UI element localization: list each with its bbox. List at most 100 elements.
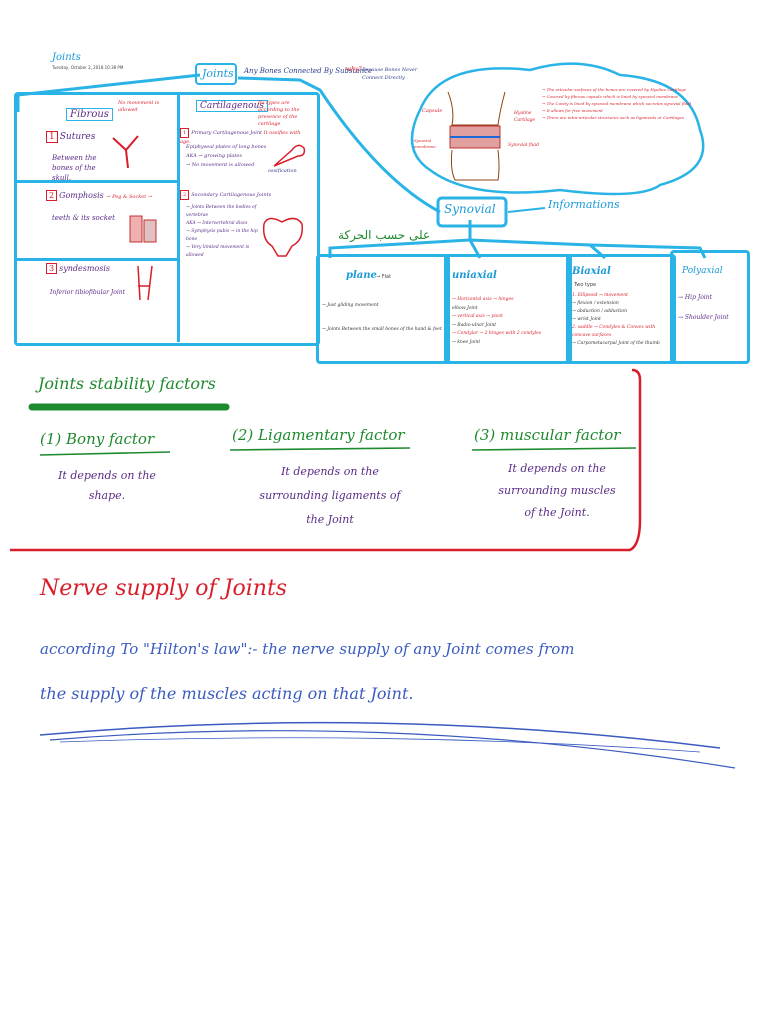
detail-line: → No movement is allowed bbox=[186, 162, 255, 168]
stability-title: Joints stability factors bbox=[38, 374, 216, 393]
uniaxial-title: uniaxial bbox=[452, 270, 497, 281]
gomphosis-desc: teeth & its socket bbox=[52, 214, 115, 222]
synovial-fluid-label: Synovial fluid bbox=[508, 143, 539, 148]
tibia-fibula-icon bbox=[137, 265, 153, 301]
biaxial-sub: Two type bbox=[574, 282, 597, 288]
synovial-label: Synovial bbox=[444, 202, 496, 216]
detail-line: 2. saddle → Condyles & Convex with conca… bbox=[572, 325, 656, 338]
polyaxial-title: Polyaxial bbox=[682, 266, 723, 276]
uniaxial-box bbox=[444, 254, 572, 364]
factor-name: Bony factor bbox=[66, 430, 155, 448]
detail-line: → wrist Joint bbox=[572, 317, 601, 322]
joints-because: Because Bones Never Connect Directly bbox=[362, 67, 418, 81]
factor-number: 1 bbox=[45, 430, 56, 448]
capsule-label: Capsule bbox=[422, 108, 443, 114]
detail-line: → vertical axis → pivot bbox=[452, 314, 503, 319]
info-point: → It allows for free movement bbox=[542, 108, 603, 113]
item-number: 3 bbox=[46, 263, 58, 274]
plane-box bbox=[316, 254, 450, 364]
tooth-icon bbox=[129, 215, 157, 243]
uniaxial-lines: → Horizontal axis → hinges elbow Joint →… bbox=[452, 296, 564, 347]
detail-line: → Radio-ulnar Joint bbox=[452, 322, 497, 328]
detail-line: AKA → growing plates bbox=[186, 153, 242, 159]
item-sub: → Peg & Socket → bbox=[106, 194, 153, 200]
biaxial-lines: 1. Ellipsoid → movement → flexion / exte… bbox=[572, 292, 668, 348]
detail-line: → Joints Between the small bones of the … bbox=[322, 327, 442, 332]
suture-icon bbox=[112, 135, 139, 169]
syndesmosis-desc: Inferior tibiofibular Joint bbox=[50, 289, 126, 296]
detail-line: AKA → Intervertebral discs bbox=[186, 221, 248, 226]
plane-title: plane bbox=[346, 270, 377, 281]
detail-line: elbow Joint bbox=[452, 305, 478, 311]
primary-lines: Epiphyseal plates of long bones AKA → gr… bbox=[186, 143, 286, 170]
joints-definition: Any Bones Connected By Substance bbox=[244, 67, 373, 75]
factor-bony-desc: It depends on the shape. bbox=[58, 469, 156, 502]
info-point: → The articular surfaces of the bones ar… bbox=[542, 87, 687, 92]
detail-line: → Shoulder Joint bbox=[678, 314, 729, 321]
item-name: Secondary Cartilagenous Joints bbox=[191, 192, 272, 198]
fibrous-note: No movement is allowed bbox=[118, 100, 160, 113]
detail-line: → Just gliding movement bbox=[322, 303, 379, 308]
page-title: Joints bbox=[52, 52, 81, 63]
detail-line: → knee Joint bbox=[452, 339, 481, 345]
long-bone-icon bbox=[273, 144, 306, 167]
nerve-supply-title: Nerve supply of Joints bbox=[40, 576, 288, 601]
synovial-membrane-label: Synovial membrane bbox=[414, 138, 436, 149]
detail-line: Epiphyseal plates of long bones bbox=[186, 144, 267, 150]
table-divider bbox=[177, 92, 180, 342]
detail-line: → Condylar → 2 hinges with 2 condyles bbox=[452, 331, 542, 336]
fibrous-heading: Fibrous bbox=[66, 108, 113, 121]
synovial-points: → The articular surfaces of the bones ar… bbox=[542, 86, 692, 121]
detail-line: 1. Ellipsoid → movement bbox=[572, 293, 628, 298]
page-timestamp: Tuesday, October 2, 2018 10:38 PM bbox=[52, 65, 124, 70]
item-number: 1 bbox=[180, 128, 190, 138]
secondary-lines: → Joints Between the bodies of vertebrae… bbox=[186, 204, 261, 260]
sutures-desc: Between the bones of the skull. bbox=[52, 154, 97, 182]
pelvis-icon bbox=[262, 217, 304, 257]
joints-label: Joints bbox=[202, 67, 234, 80]
biaxial-box bbox=[566, 254, 676, 364]
cartilaginous-note: Its types are according to the presence … bbox=[258, 100, 300, 127]
factor-number: 2 bbox=[237, 426, 248, 444]
info-point: → Covered by fibrous capsule which is li… bbox=[542, 94, 679, 99]
item-name: Gomphosis bbox=[59, 191, 104, 200]
item-number: 2 bbox=[180, 190, 190, 200]
biaxial-title: Biaxial bbox=[572, 266, 611, 277]
detail-line: → Hip Joint bbox=[678, 294, 713, 301]
ossification-tag: ossification bbox=[268, 168, 297, 174]
factor-number: 3 bbox=[479, 426, 490, 444]
factor-muscular: (3) muscular factor bbox=[474, 426, 621, 444]
nerve-line-1: according To "Hilton's law":- the nerve … bbox=[40, 640, 575, 658]
item-number: 2 bbox=[46, 190, 58, 201]
detail-line: → abduction / adduction bbox=[572, 309, 628, 314]
item-number: 1 bbox=[46, 131, 58, 143]
factor-ligamentary-desc: It depends on the surrounding ligaments … bbox=[259, 465, 401, 526]
table-divider bbox=[14, 258, 180, 261]
arabic-note: على حسب الحركة bbox=[338, 228, 431, 242]
item-name: syndesmosis bbox=[59, 264, 111, 273]
detail-line: → Very limited movement is allowed bbox=[186, 245, 250, 258]
joint-classes-table bbox=[14, 92, 320, 346]
detail-line: → Horizontal axis → hinges bbox=[452, 297, 514, 302]
informations-label: Informations bbox=[548, 198, 620, 211]
table-divider bbox=[14, 180, 180, 183]
detail-line: → Symphysis pubis → in the hip bone bbox=[186, 229, 258, 242]
detail-line: → Carpometacarpal Joint of the thumb bbox=[572, 341, 660, 346]
polyaxial-box bbox=[670, 250, 750, 364]
detail-line: → Joints Between the bodies of vertebrae bbox=[186, 205, 257, 218]
nerve-line-2: the supply of the muscles acting on that… bbox=[40, 684, 414, 703]
factor-muscular-desc: It depends on the surrounding muscles of… bbox=[498, 462, 616, 519]
factor-ligamentary: (2) Ligamentary factor bbox=[232, 426, 405, 444]
info-point: → There are intra-articular structures s… bbox=[542, 115, 684, 120]
info-point: → The Cavity is lined by synovial membra… bbox=[542, 101, 691, 106]
hyaline-label: Hyaline Cartilage bbox=[514, 111, 536, 123]
item-note: It ossifies with age. bbox=[180, 130, 301, 145]
factor-name: Ligamentary factor bbox=[258, 426, 405, 444]
factor-name: muscular factor bbox=[500, 426, 621, 444]
item-name: Primary Cartilagenous Joint bbox=[191, 130, 263, 136]
